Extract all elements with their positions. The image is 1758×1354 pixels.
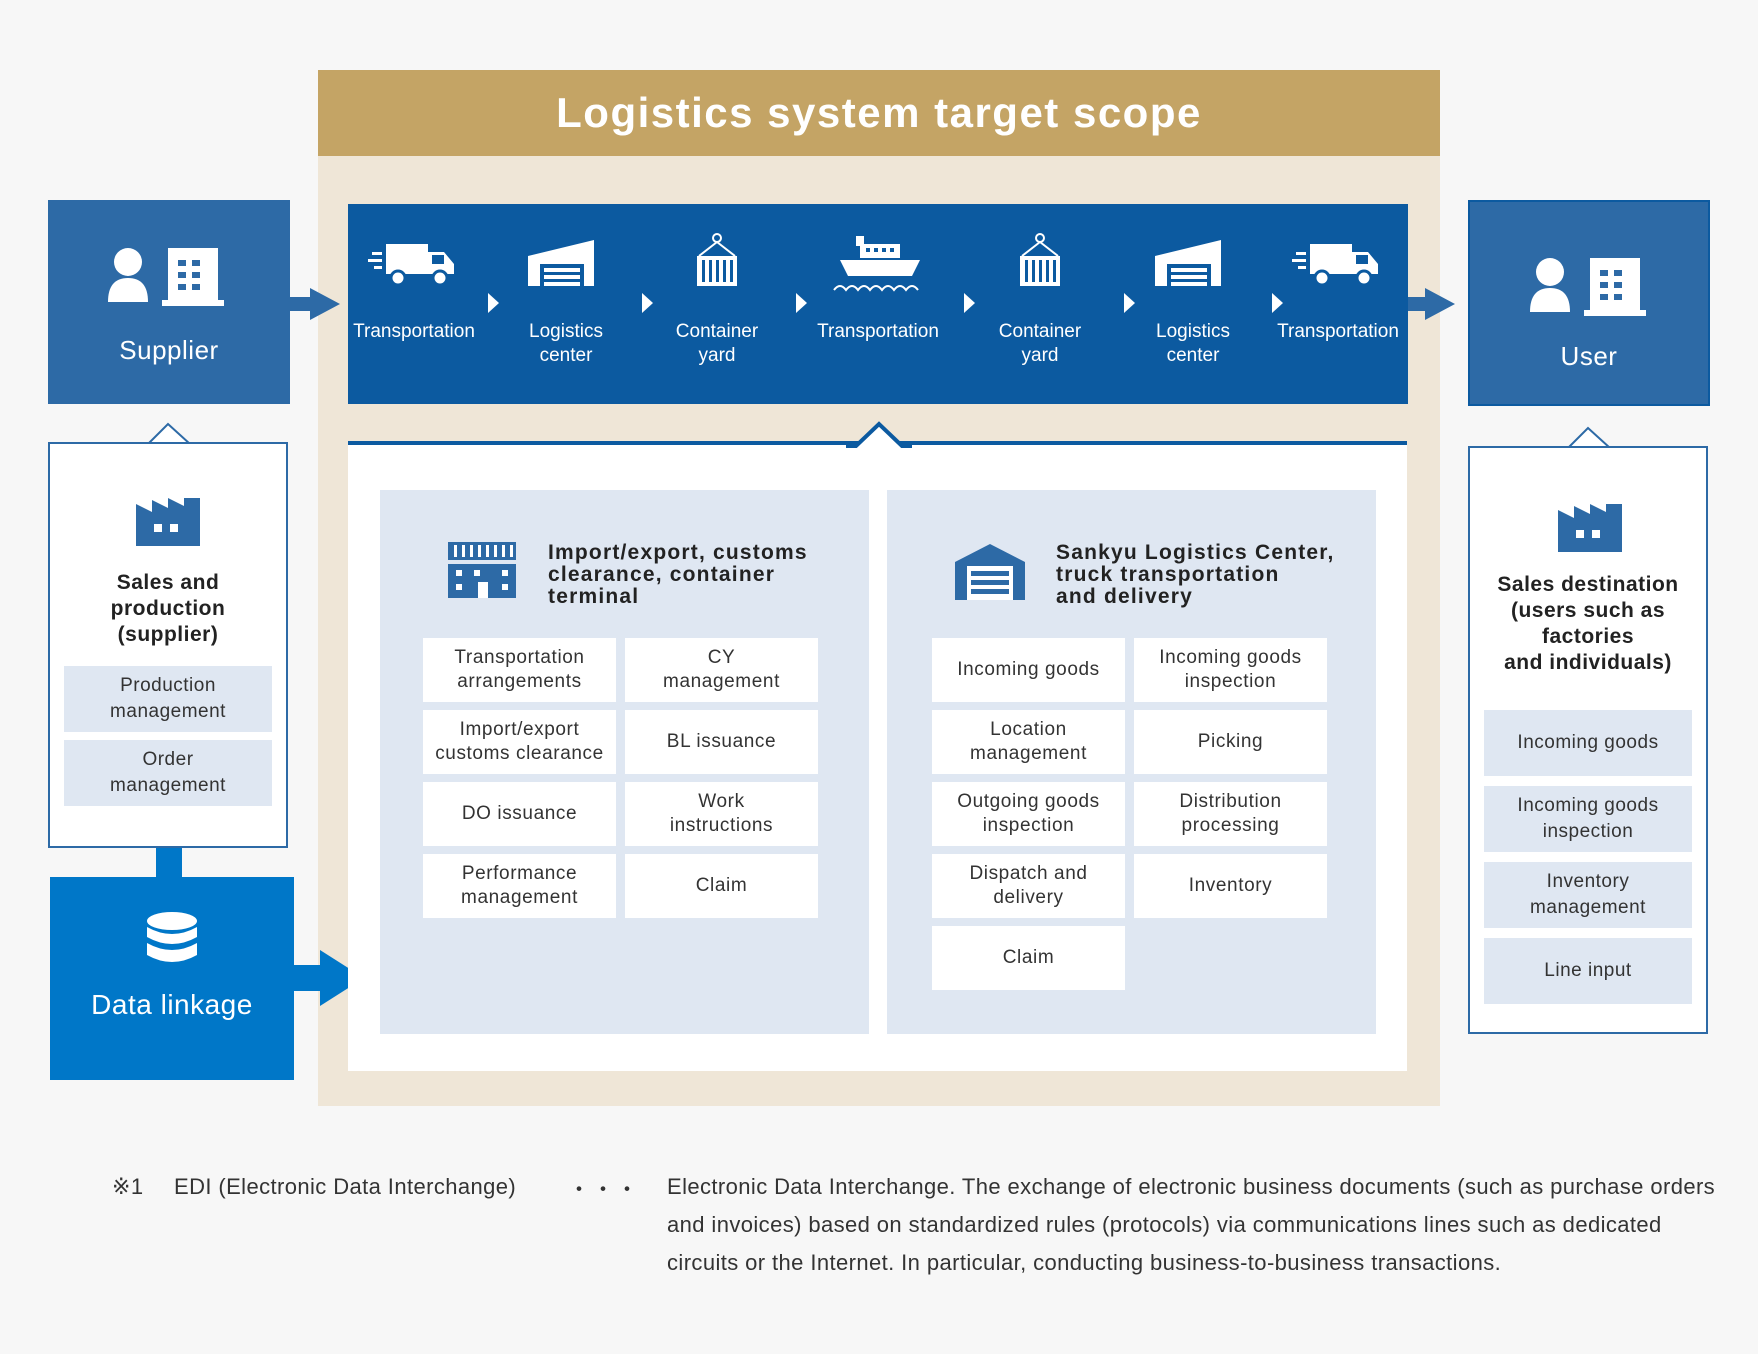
flow-arrow-icon — [488, 293, 499, 313]
function-cell: Claim — [932, 926, 1125, 990]
user-item: Inventory management — [1484, 862, 1692, 928]
flow-arrow-icon — [796, 293, 807, 313]
function-cell: DO issuance — [423, 782, 616, 846]
user-item: Incoming goods inspection — [1484, 786, 1692, 852]
ship-icon — [833, 236, 920, 292]
flow-step: Container yard — [965, 232, 1115, 368]
flow-step: Transportation — [803, 232, 953, 344]
function-cell: BL issuance — [625, 710, 818, 774]
function-cell: Location management — [932, 710, 1125, 774]
flow-step-label: Transportation — [353, 321, 475, 342]
warehouse-icon — [528, 240, 594, 286]
function-cell: Incoming goods inspection — [1134, 638, 1327, 702]
flow-step: Transportation — [1263, 232, 1413, 344]
function-cell: Outgoing goods inspection — [932, 782, 1125, 846]
flow-arrow-icon — [642, 293, 653, 313]
flow-step-label: Container yard — [675, 321, 759, 366]
terminal-building-icon — [448, 542, 516, 598]
flow-step-label: Logistics center — [529, 321, 603, 366]
warehouse-icon — [1155, 240, 1221, 286]
user-panel: Sales destination (users such as factori… — [1468, 446, 1708, 1034]
flow-step-label: Logistics center — [1156, 321, 1230, 366]
container-icon — [697, 233, 737, 286]
flow-step: Logistics center — [1118, 232, 1268, 368]
group-title: Sankyu Logistics Center, truck transport… — [1056, 541, 1335, 608]
footnote-dots: ・・・ — [568, 1177, 641, 1202]
function-cell: CY management — [625, 638, 818, 702]
function-cell: Work instructions — [625, 782, 818, 846]
function-cell: Distribution processing — [1134, 782, 1327, 846]
data-linkage-box: Data linkage — [50, 877, 294, 1080]
user-panel-title: Sales destination (users such as factori… — [1497, 573, 1679, 674]
footnote-term: EDI (Electronic Data Interchange) — [174, 1174, 517, 1199]
detail-notch — [846, 421, 912, 448]
database-icon — [147, 912, 197, 962]
truck-icon — [1292, 244, 1378, 287]
person-building-icon — [108, 248, 224, 306]
supplier-item: Order management — [64, 740, 272, 806]
footnote-mark: ※1 — [112, 1174, 144, 1199]
person-building-icon — [1530, 258, 1646, 316]
truck-icon — [368, 244, 454, 287]
group-title: Import/export, customs clearance, contai… — [548, 541, 808, 608]
flow-step-label: Transportation — [1277, 321, 1399, 342]
flow-step: Transportation — [339, 232, 489, 344]
warehouse-icon — [955, 544, 1025, 600]
flow-arrow-icon — [1272, 293, 1283, 313]
flow-arrow-icon — [1124, 293, 1135, 313]
flow-step: Container yard — [642, 232, 792, 368]
group-import-export: Import/export, customs clearance, contai… — [380, 490, 869, 1034]
function-cell: Incoming goods — [932, 638, 1125, 702]
factory-icon — [136, 498, 200, 546]
data-linkage-label: Data linkage — [91, 989, 253, 1020]
function-cell: Dispatch and delivery — [932, 854, 1125, 918]
scope-title: Logistics system target scope — [318, 70, 1440, 156]
supplier-item: Production management — [64, 666, 272, 732]
supplier-box: Supplier — [48, 200, 290, 404]
function-cell: Picking — [1134, 710, 1327, 774]
function-cell: Inventory — [1134, 854, 1327, 918]
flow-step-label: Transportation — [817, 321, 939, 342]
container-icon — [1020, 233, 1060, 286]
flow-band — [348, 204, 1408, 404]
function-cell: Transportation arrangements — [423, 638, 616, 702]
flow-arrow-icon — [964, 293, 975, 313]
function-cell: Claim — [625, 854, 818, 918]
user-label: User — [1560, 340, 1618, 371]
factory-icon — [1558, 504, 1622, 552]
supplier-label: Supplier — [119, 334, 219, 365]
flow-step: Logistics center — [491, 232, 641, 368]
function-cell: Performance management — [423, 854, 616, 918]
user-item: Incoming goods — [1484, 710, 1692, 776]
flow-step-label: Container yard — [998, 321, 1082, 366]
footnote-body: Electronic Data Interchange. The exchang… — [667, 1174, 1716, 1275]
user-item: Line input — [1484, 938, 1692, 1004]
function-cell: Import/export customs clearance — [423, 710, 616, 774]
group-logistics-center: Sankyu Logistics Center, truck transport… — [887, 490, 1376, 1034]
supplier-panel-title: Sales and production (supplier) — [110, 571, 226, 646]
supplier-panel: Sales and production (supplier) Producti… — [48, 442, 288, 848]
user-box: User — [1468, 200, 1710, 406]
